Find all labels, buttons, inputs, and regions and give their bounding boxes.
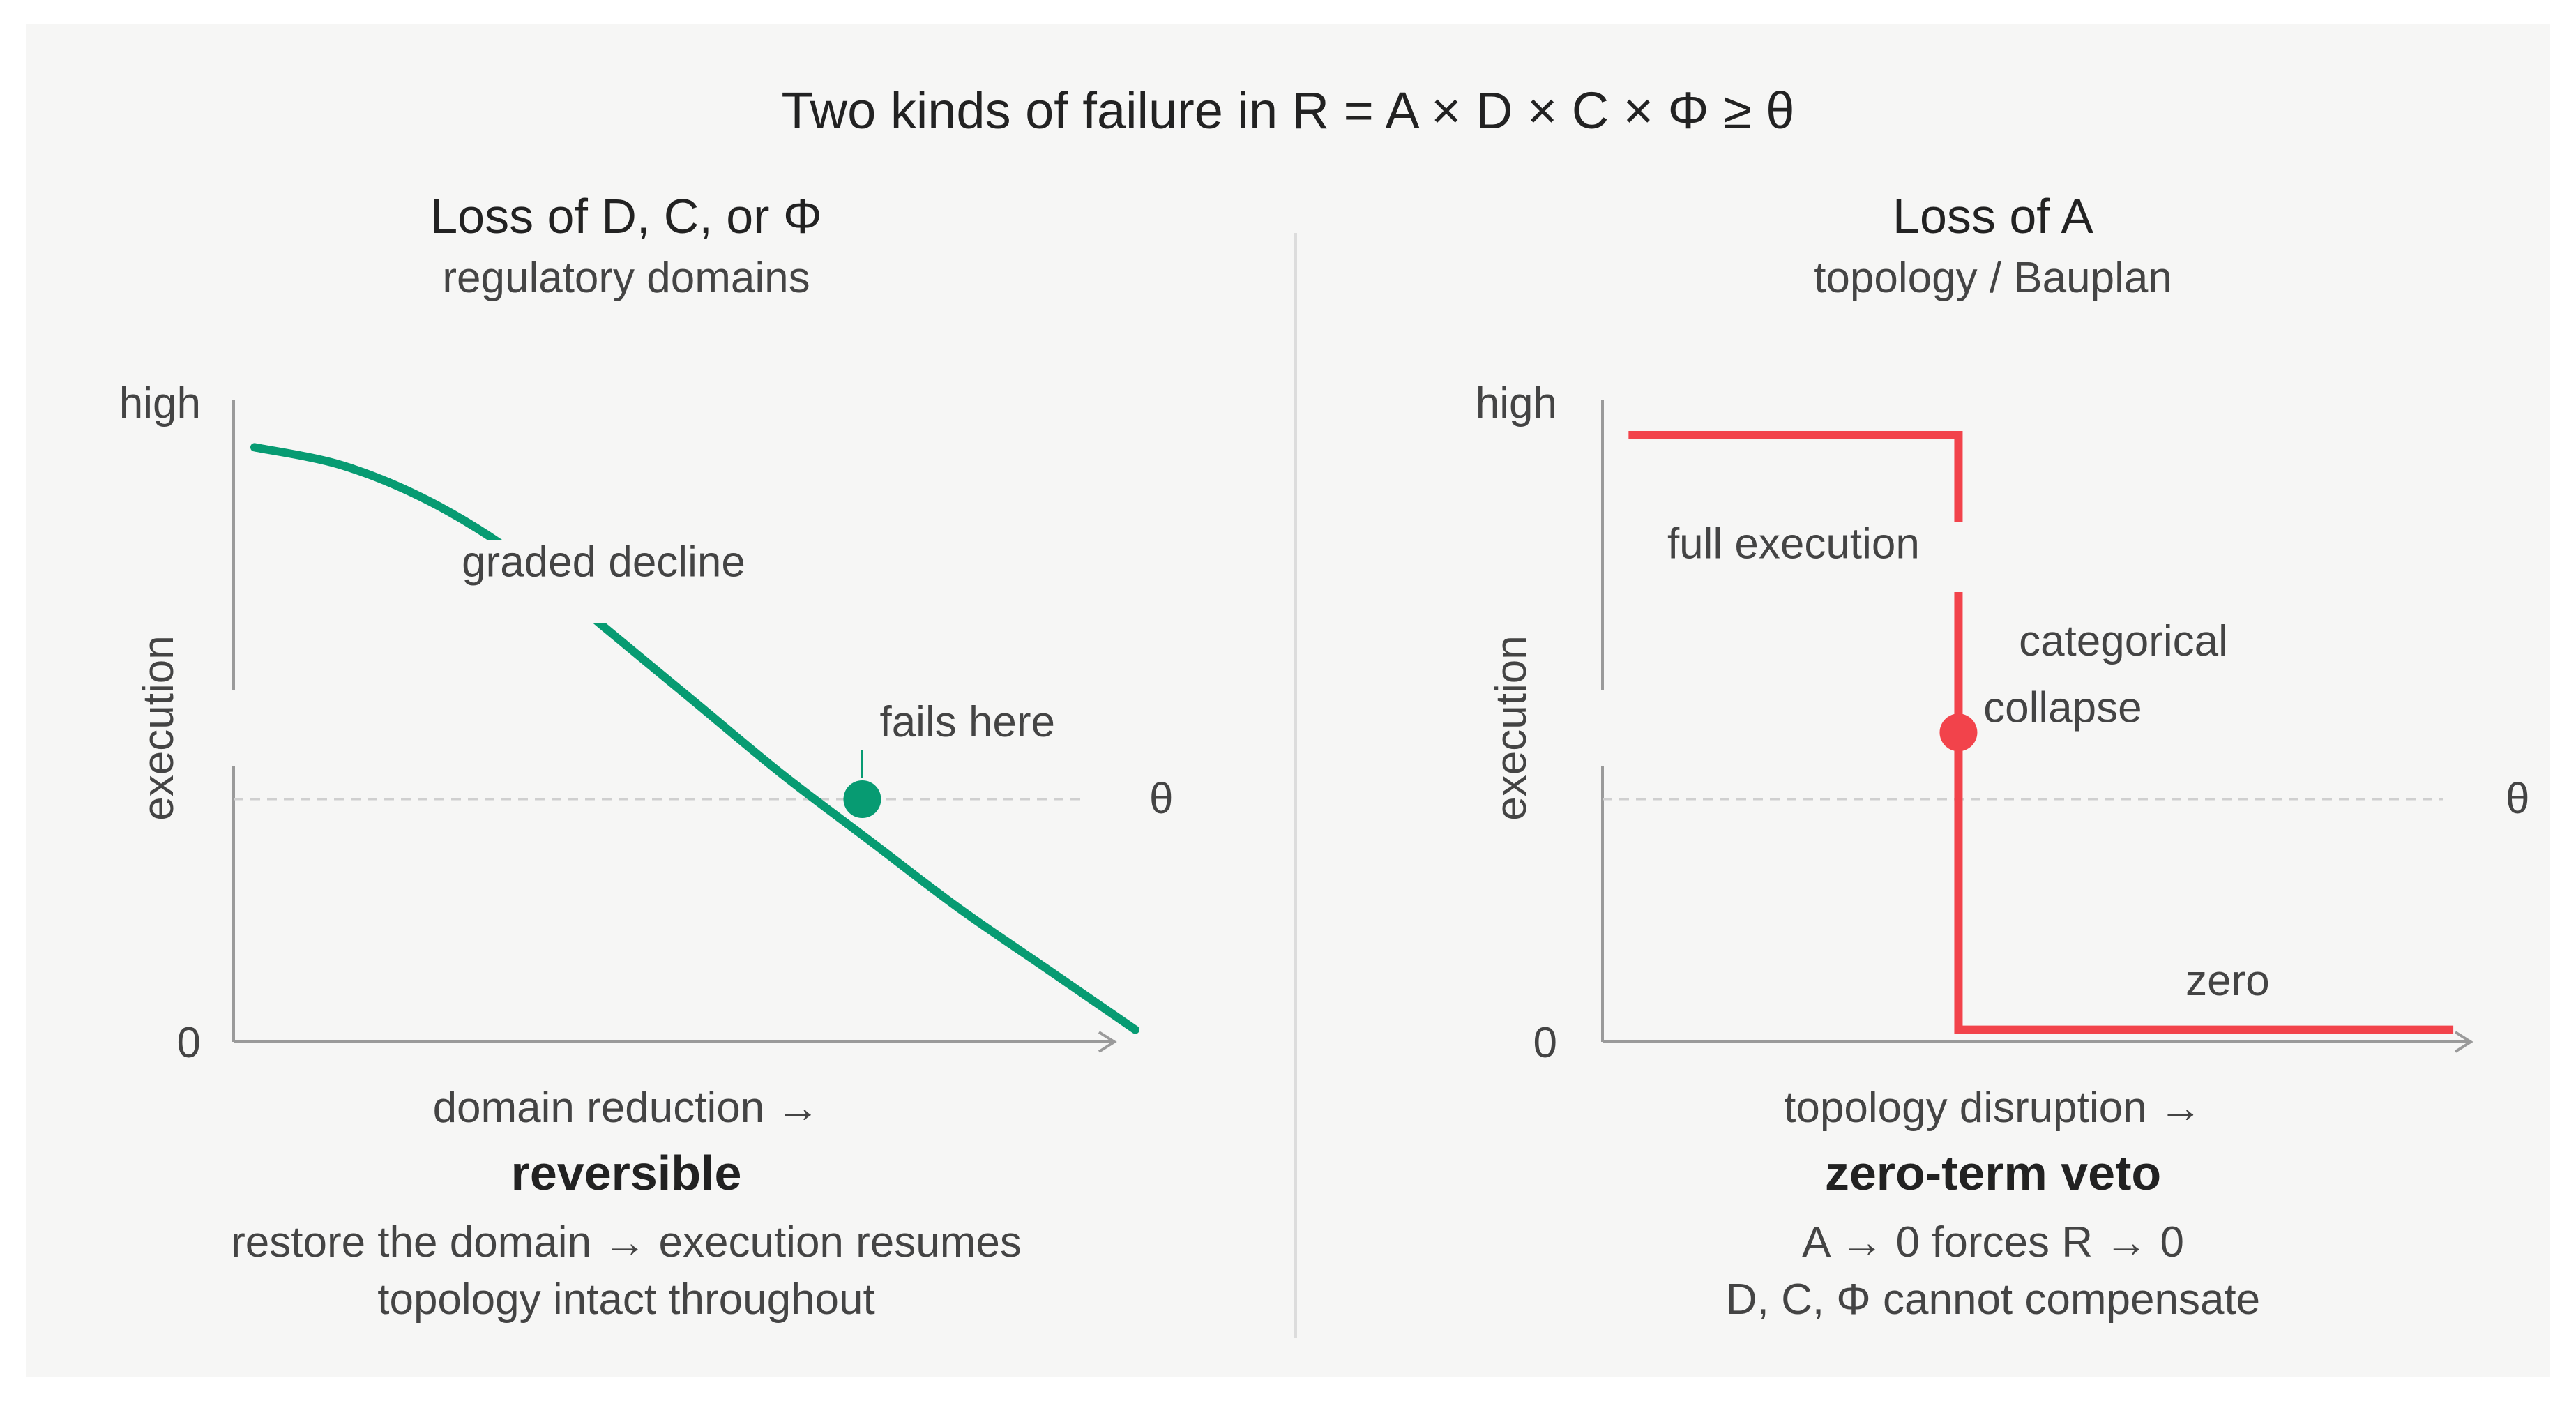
left-threshold-label: θ — [1149, 775, 1173, 823]
right-chart: Loss of A topology / Bauplan high 0 exec… — [1476, 189, 2530, 1324]
right-verdict: zero-term veto — [1825, 1146, 2161, 1200]
left-note-1: restore the domain → execution resumes — [231, 1218, 1022, 1266]
right-y-label-gap — [1596, 690, 1609, 766]
left-chart-subtitle: regulatory domains — [442, 254, 810, 302]
left-x-axis-label: domain reduction → — [433, 1084, 820, 1132]
right-chart-subtitle: topology / Bauplan — [1814, 254, 2172, 302]
right-y-tick-high: high — [1476, 379, 1557, 427]
right-threshold-label: θ — [2506, 775, 2529, 823]
right-note-2: D, C, Φ cannot compensate — [1726, 1275, 2260, 1324]
right-annotation-collapse: collapse — [1983, 684, 2142, 732]
left-series-line — [250, 443, 1139, 1034]
left-y-axis-label: execution — [135, 635, 183, 820]
figure-title: Two kinds of failure in R = A × D × C × … — [782, 82, 1795, 139]
left-marker-label: fails here — [879, 698, 1055, 746]
right-x-axis-label: topology disruption → — [1784, 1084, 2202, 1132]
left-y-tick-zero: 0 — [177, 1019, 201, 1067]
right-note-1: A → 0 forces R → 0 — [1802, 1218, 2184, 1266]
right-annotation-backdrop — [1651, 522, 1979, 592]
right-x-axis-arrow — [2454, 1031, 2473, 1053]
left-chart: Loss of D, C, or Φ regulatory domains hi… — [119, 189, 1174, 1324]
left-x-axis-arrow — [1098, 1031, 1117, 1053]
left-annotation-backdrop — [459, 540, 821, 623]
left-verdict: reversible — [511, 1146, 742, 1200]
right-chart-title: Loss of A — [1893, 189, 2093, 243]
right-annotation-full-execution: full execution — [1667, 520, 1920, 568]
right-y-axis-label: execution — [1487, 635, 1536, 820]
left-chart-title: Loss of D, C, or Φ — [430, 189, 822, 243]
right-collapse-marker — [1939, 713, 1978, 752]
left-annotation-graded-decline: graded decline — [462, 538, 745, 586]
figure-canvas: Two kinds of failure in R = A × D × C × … — [119, 82, 2530, 1338]
left-note-2: topology intact throughout — [377, 1275, 875, 1324]
left-y-tick-high: high — [119, 379, 201, 427]
right-y-tick-zero: 0 — [1533, 1019, 1557, 1067]
right-annotation-zero: zero — [2185, 957, 2270, 1005]
left-y-label-gap — [227, 690, 241, 766]
right-annotation-categorical: categorical — [2019, 617, 2228, 665]
left-failure-marker — [843, 780, 881, 818]
figure-panel: Two kinds of failure in R = A × D × C × … — [26, 24, 2550, 1377]
